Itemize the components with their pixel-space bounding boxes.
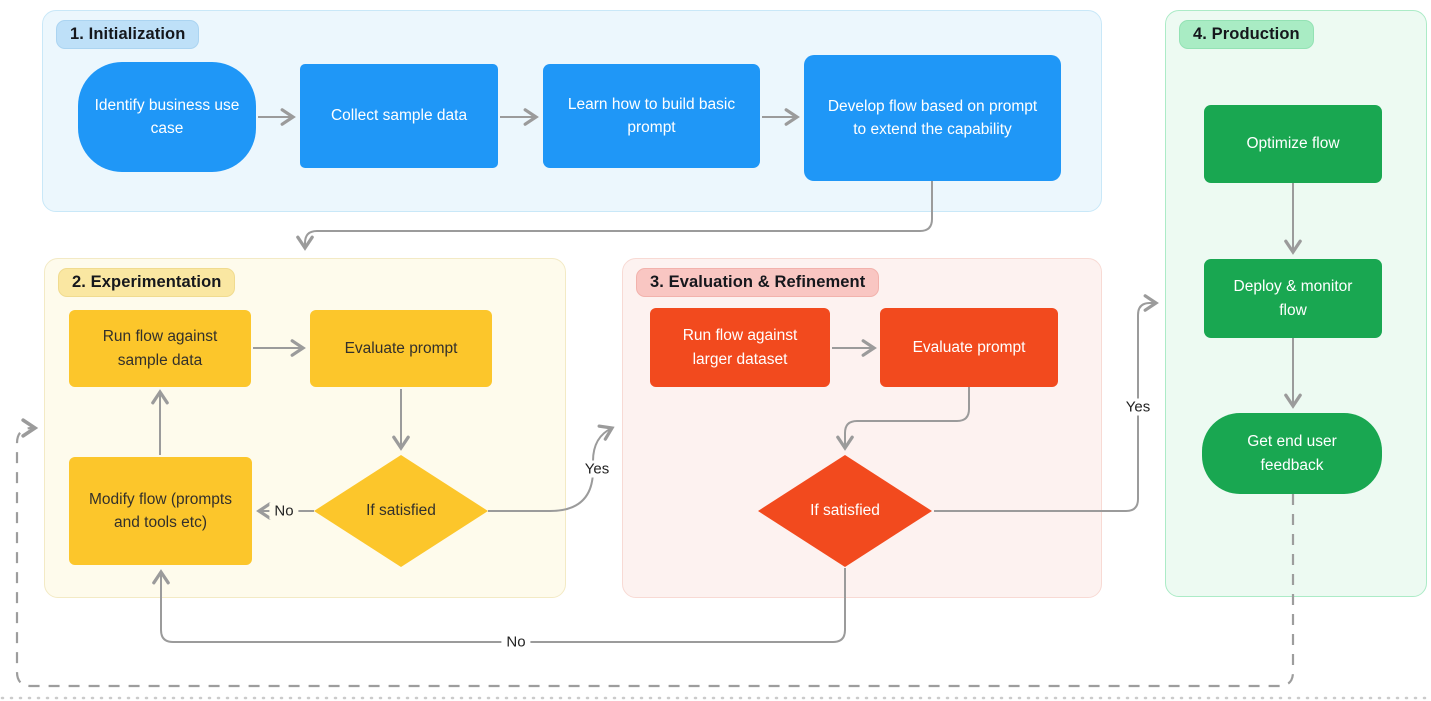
node-run-flow-sample-data: Run flow against sample data xyxy=(69,310,251,387)
node-label: Deploy & monitor flow xyxy=(1233,278,1353,319)
node-label: Optimize flow xyxy=(1246,135,1340,153)
node-deploy-monitor-flow: Deploy & monitor flow xyxy=(1204,259,1382,338)
edge-label-no-experimentation: No xyxy=(269,502,299,520)
node-label: Develop flow based on prompt to extend t… xyxy=(827,97,1038,138)
edge-label-no-evaluation: No xyxy=(501,633,531,651)
node-label: Learn how to build basic prompt xyxy=(567,95,736,136)
edge-label-yes-experimentation: Yes xyxy=(579,460,615,478)
node-collect-sample-data: Collect sample data xyxy=(300,64,498,168)
node-label: Get end user feedback xyxy=(1247,433,1337,474)
node-label: Evaluate prompt xyxy=(912,338,1026,356)
node-label: If satisfied xyxy=(366,502,436,520)
node-modify-flow: Modify flow (prompts and tools etc) xyxy=(69,457,252,565)
node-run-flow-larger-dataset: Run flow against larger dataset xyxy=(650,308,830,387)
node-develop-flow: Develop flow based on prompt to extend t… xyxy=(804,55,1061,181)
section-title-production: 4. Production xyxy=(1179,20,1314,49)
node-learn-basic-prompt: Learn how to build basic prompt xyxy=(543,64,760,168)
edge-label-yes-evaluation: Yes xyxy=(1120,398,1156,416)
node-evaluate-prompt-exp: Evaluate prompt xyxy=(310,310,492,387)
node-label: Identify business use case xyxy=(94,96,240,137)
node-label: Modify flow (prompts and tools etc) xyxy=(89,490,232,531)
section-title-experimentation: 2. Experimentation xyxy=(58,268,236,297)
node-get-end-user-feedback: Get end user feedback xyxy=(1202,413,1382,494)
node-label: Run flow against larger dataset xyxy=(682,327,798,368)
node-label: If satisfied xyxy=(810,502,880,520)
node-label: Evaluate prompt xyxy=(344,339,458,357)
node-label: Run flow against sample data xyxy=(102,328,218,369)
section-title-initialization: 1. Initialization xyxy=(56,20,200,49)
node-evaluate-prompt-eval: Evaluate prompt xyxy=(880,308,1058,387)
node-label: Collect sample data xyxy=(330,107,468,125)
node-identify-business-use-case: Identify business use case xyxy=(78,62,256,172)
section-title-evaluation-refinement: 3. Evaluation & Refinement xyxy=(636,268,880,297)
node-optimize-flow: Optimize flow xyxy=(1204,105,1382,183)
